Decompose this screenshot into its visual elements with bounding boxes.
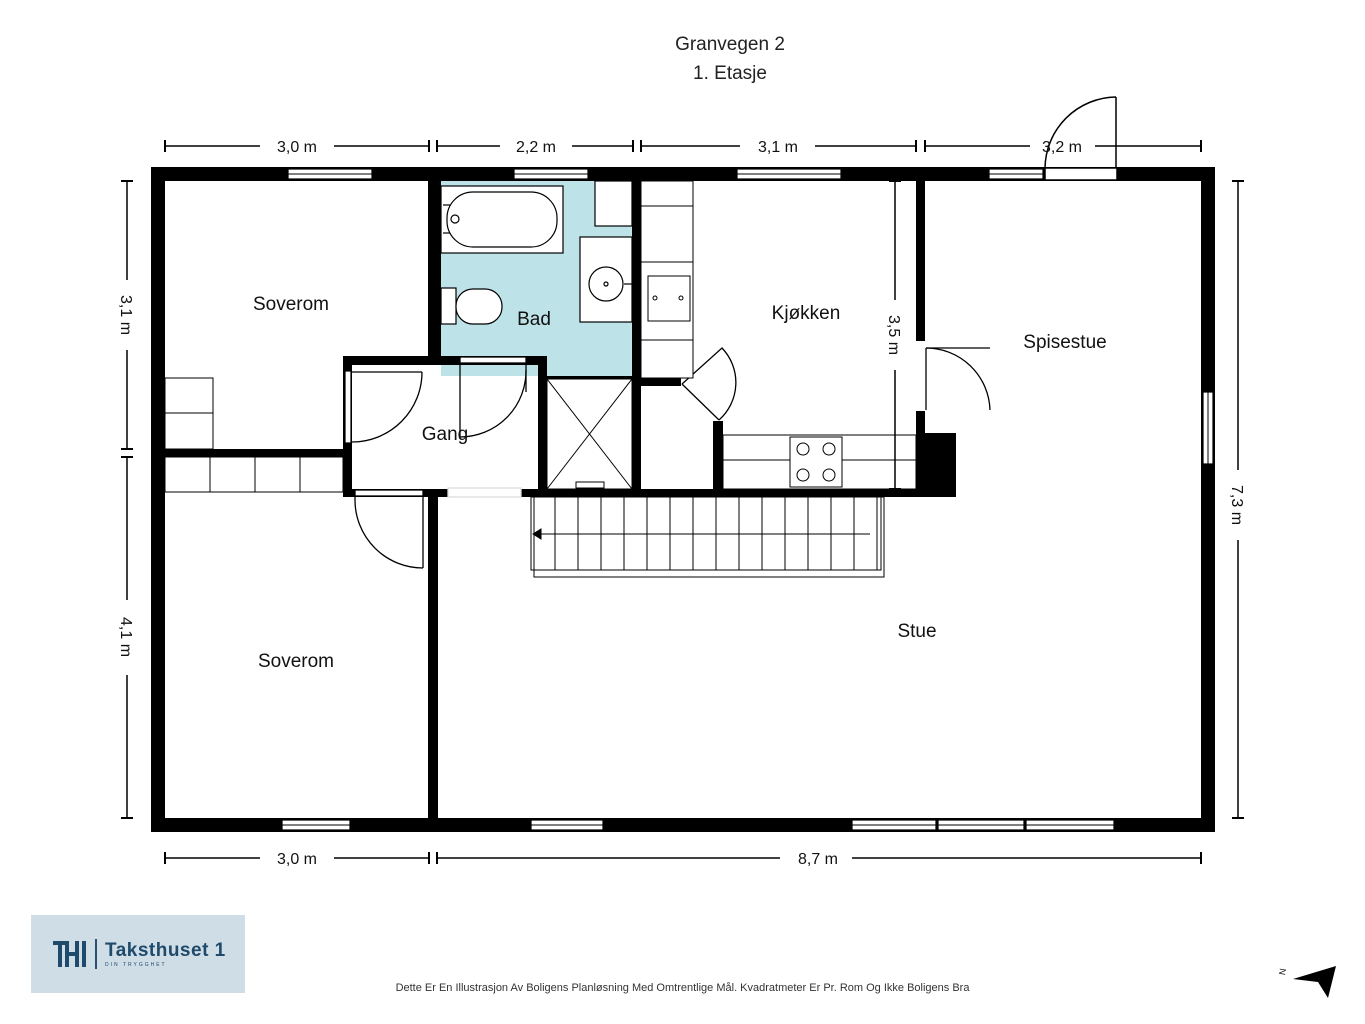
staircase [530,496,885,578]
north-arrow-icon: N [1277,966,1336,998]
dim-bottom-1: 3,0 m [277,851,317,868]
room-label-stue: Stue [897,621,936,642]
dim-top-1: 3,0 m [277,139,317,156]
company-logo: Taksthuset 1 DIN TRYGGHET [31,915,245,993]
plan-floor: 1. Etasje [693,63,767,84]
dim-top-4: 3,2 m [1042,139,1082,156]
room-label-soverom-bottom: Soverom [258,651,334,672]
wardrobes [164,377,344,493]
interior-doors [351,347,991,569]
dim-left-2: 4,1 m [117,617,134,657]
windows [281,168,1214,831]
room-label-bad: Bad [517,309,551,330]
room-label-kjokken: Kjøkken [772,303,841,324]
logo-tagline: DIN TRYGGHET [105,962,167,968]
window-mullions [282,173,1209,826]
taksthuset-logo-icon [53,941,86,967]
dimension-ticks [121,140,1244,864]
bathroom-fixtures [440,180,633,325]
dimension-lines [126,145,1239,859]
compass-label: N [1277,968,1288,976]
dim-bottom-2: 8,7 m [798,851,838,868]
shower [546,378,633,490]
disclaimer-text: Dette Er En Illustrasjon Av Boligens Pla… [395,982,970,994]
room-label-gang: Gang [422,424,468,445]
dim-right: 7,3 m [1228,485,1245,525]
room-label-spisestue: Spisestue [1023,332,1106,353]
entrance-door [1044,96,1118,181]
logo-name: Taksthuset 1 [105,940,226,961]
dim-top-2: 2,2 m [516,139,556,156]
dim-top-3: 3,1 m [758,139,798,156]
logo-divider [95,939,97,969]
dim-left-1: 3,1 m [117,295,134,335]
room-label-soverom-top: Soverom [253,294,329,315]
dim-kitchen: 3,5 m [885,315,902,355]
plan-address: Granvegen 2 [675,34,785,55]
kitchen-counters [640,180,917,490]
